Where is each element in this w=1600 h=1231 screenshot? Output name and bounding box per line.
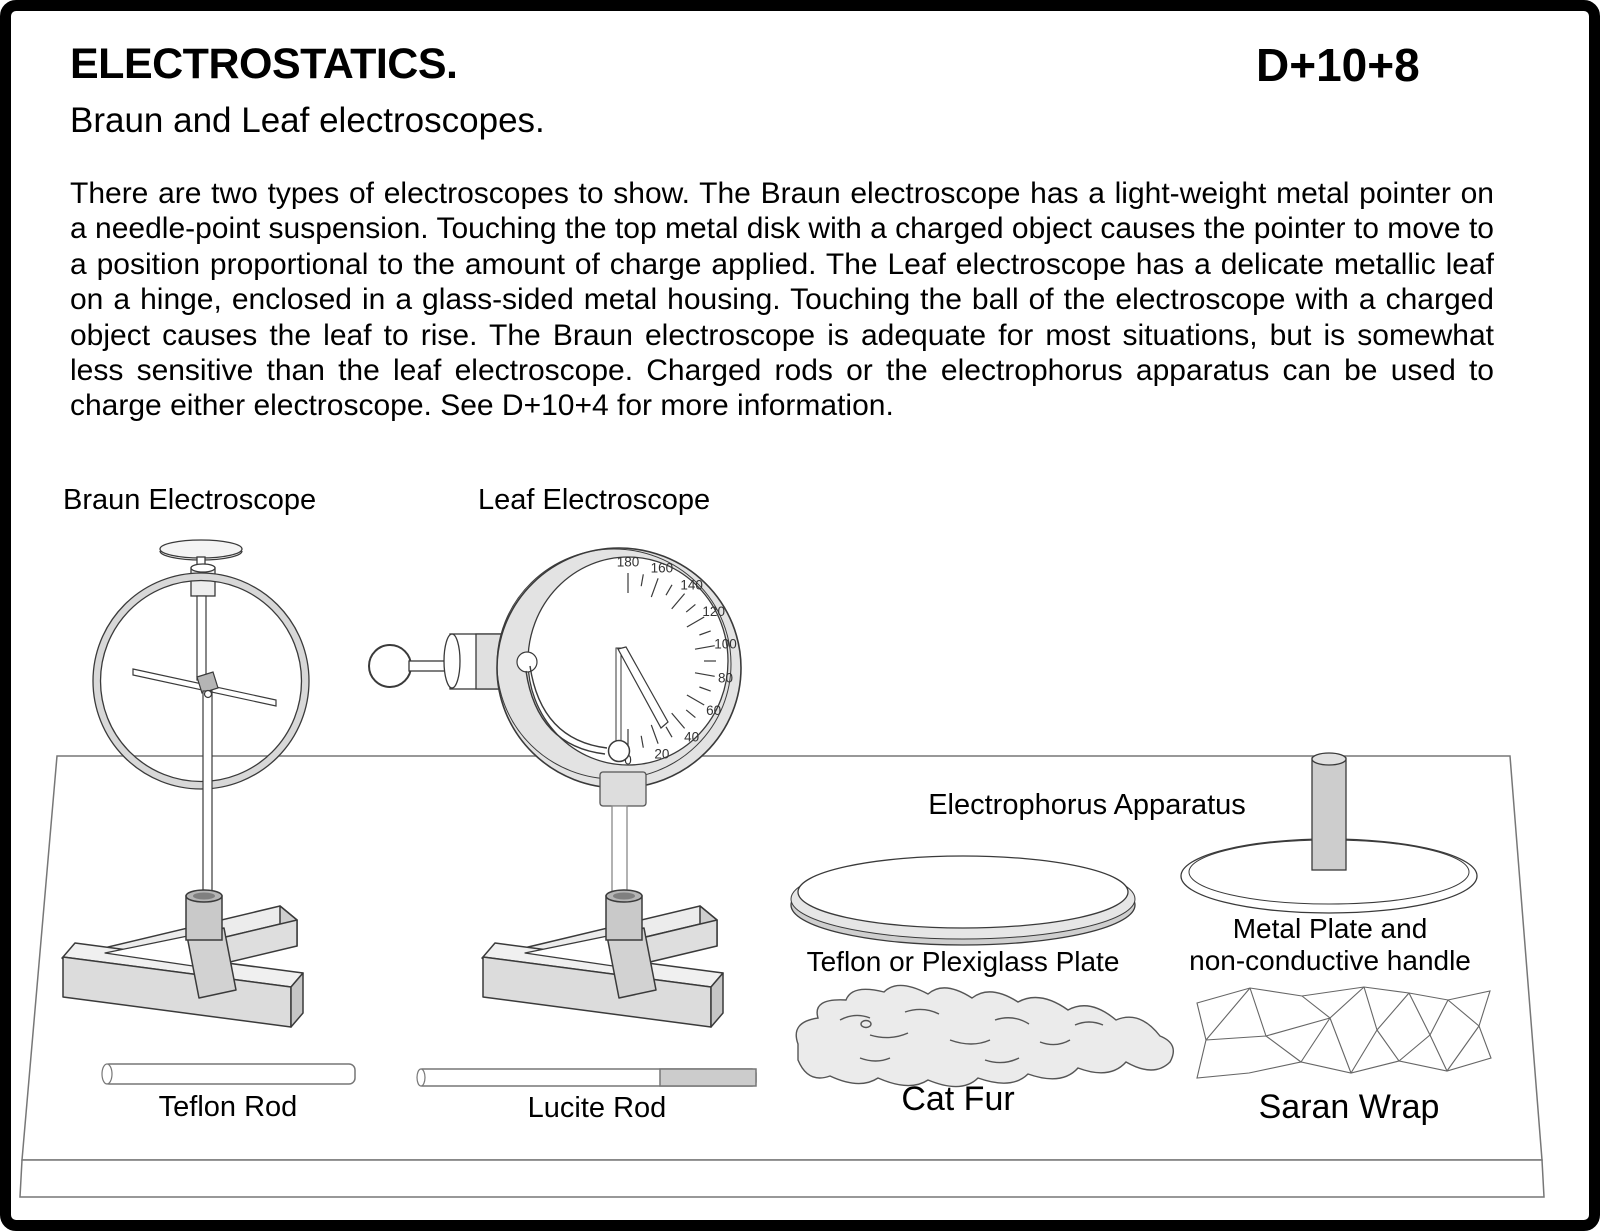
page-subtitle: Braun and Leaf electroscopes.	[70, 101, 545, 140]
dial-scale-label: 0	[624, 753, 632, 768]
dial-tick	[686, 616, 705, 628]
dial-tick	[694, 645, 715, 650]
metal-plate-label: Metal Plate and non-conductive handle	[1189, 913, 1471, 977]
dial-scale-label: 180	[617, 555, 640, 570]
cat-fur-label: Cat Fur	[901, 1080, 1015, 1118]
dial-scale-label: 100	[714, 636, 737, 651]
dial-tick	[685, 603, 696, 613]
dial-scale-label: 20	[654, 747, 669, 762]
dial-tick	[640, 574, 644, 587]
electrophorus-label: Electrophorus Apparatus	[928, 789, 1246, 821]
teflon-plate-drawing	[790, 855, 1136, 946]
saran-wrap-label: Saran Wrap	[1258, 1088, 1440, 1126]
braun-electroscope-label: Braun Electroscope	[63, 484, 317, 516]
teflon-rod-label: Teflon Rod	[158, 1091, 298, 1123]
page-code: D+10+8	[1256, 39, 1420, 91]
dial-tick	[699, 630, 711, 636]
lucite-rod-drawing	[416, 1068, 757, 1087]
dial-tick	[686, 694, 705, 706]
page-title: ELECTROSTATICS.	[70, 40, 458, 88]
saran-wrap-drawing	[1196, 986, 1492, 1079]
dial-scale-label: 120	[702, 604, 725, 619]
dial-tick	[665, 584, 673, 596]
teflon-plate-label: Teflon or Plexiglass Plate	[806, 946, 1120, 977]
lucite-rod-label: Lucite Rod	[527, 1092, 667, 1124]
dial-tick	[671, 593, 686, 610]
dial-tick	[671, 712, 686, 729]
dial-tick	[699, 686, 711, 692]
dial-tick	[640, 735, 644, 748]
dial-tick	[650, 724, 659, 744]
leaf-electroscope-label: Leaf Electroscope	[478, 484, 711, 516]
dial-scale-label: 160	[651, 561, 674, 576]
dial-scale-label: 60	[706, 703, 721, 718]
dial-tick	[665, 726, 673, 738]
cat-fur-drawing	[795, 984, 1174, 1088]
teflon-rod-drawing	[101, 1063, 356, 1085]
dial-scale-label: 40	[684, 729, 699, 744]
metal-plate-drawing	[1180, 752, 1478, 914]
dial-scale-label: 140	[680, 578, 703, 593]
metal-plate-label-line1: Metal Plate and	[1232, 913, 1428, 944]
braun-electroscope-drawing	[92, 539, 310, 899]
dial-tick	[694, 672, 715, 677]
leaf-electroscope-drawing: 0 20 40 60 80 100 120 140 160 180	[368, 547, 742, 897]
dial-tick	[650, 578, 659, 598]
body-paragraph: There are two types of electroscopes to …	[70, 177, 1494, 423]
metal-plate-label-line2: non-conductive handle	[1189, 945, 1471, 976]
dial-tick	[685, 709, 696, 719]
dial-scale-label: 80	[718, 671, 733, 686]
